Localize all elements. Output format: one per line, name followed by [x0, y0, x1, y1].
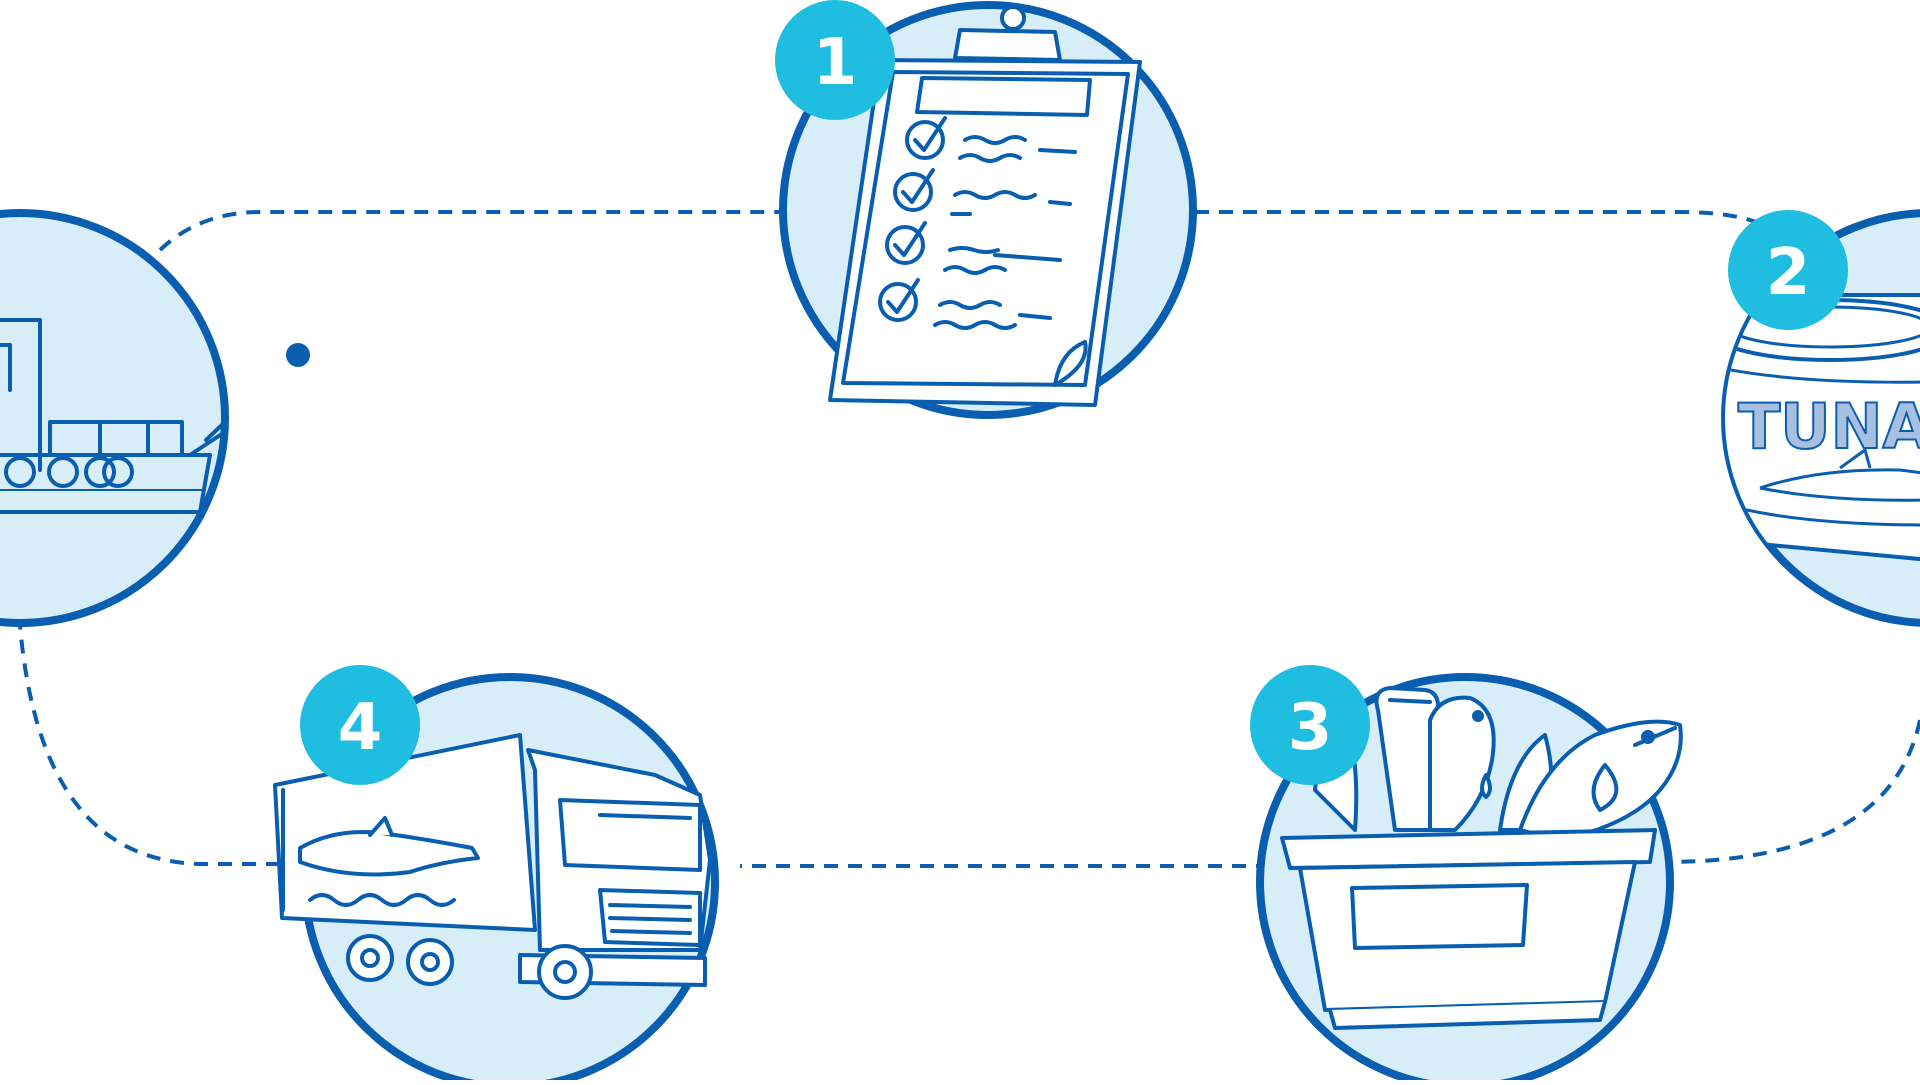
clipboard-checklist-icon	[828, 5, 1142, 407]
badge-step-2: 2	[1728, 210, 1848, 330]
boat-node	[0, 209, 310, 627]
can-label-text: TUNA	[1738, 390, 1920, 463]
step-1-node	[779, 1, 1197, 419]
badge-step-4: 4	[300, 665, 420, 785]
fishing-boat-icon	[0, 318, 225, 514]
badge-step-2-number: 2	[1766, 236, 1811, 310]
step-4-node	[273, 673, 719, 1085]
dashed-loop-connector	[18, 210, 1920, 868]
badge-step-4-number: 4	[338, 691, 383, 765]
badge-step-3-number: 3	[1288, 691, 1333, 765]
tuna-can-icon: TUNA	[1725, 293, 1920, 563]
badge-step-1: 1	[775, 0, 895, 120]
refrigerated-truck-icon	[273, 733, 712, 1000]
badge-step-3: 3	[1250, 665, 1370, 785]
badge-step-1-number: 1	[813, 26, 858, 100]
